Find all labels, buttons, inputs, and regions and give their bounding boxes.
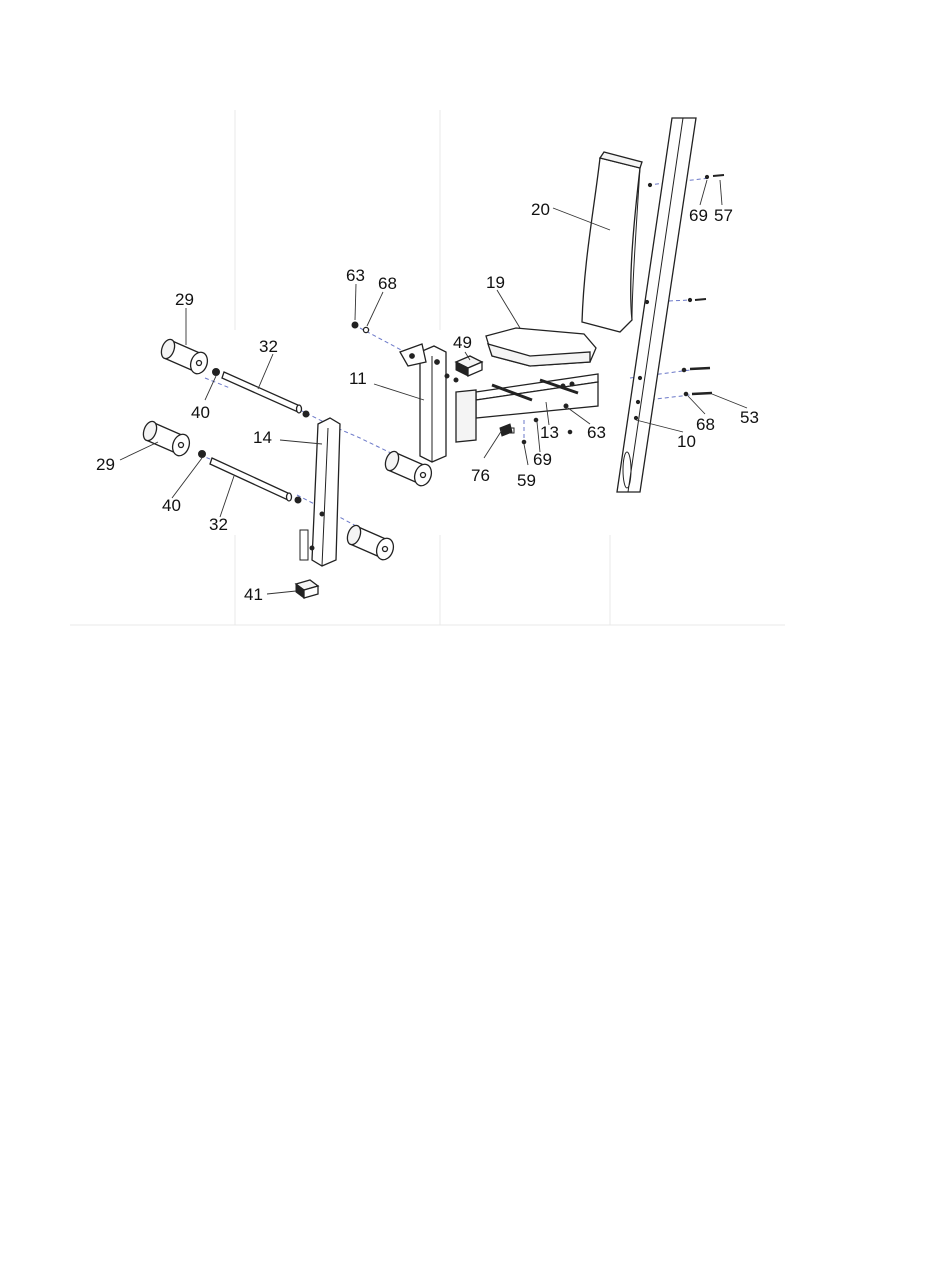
callout-13: 13 [540, 423, 559, 442]
foam-roller-upper [159, 338, 210, 377]
callout-57: 57 [714, 206, 733, 225]
callout-32-top: 32 [259, 337, 278, 356]
callout-49: 49 [453, 333, 472, 352]
callout-68-right: 68 [696, 415, 715, 434]
callout-59: 59 [517, 471, 536, 490]
callout-19: 19 [486, 273, 505, 292]
foam-roller-right-lower [345, 524, 396, 563]
roller-axle-upper [222, 372, 302, 413]
callout-69-top: 69 [689, 206, 708, 225]
upright-tube [400, 344, 446, 462]
callout-14: 14 [253, 428, 272, 447]
callout-29-bottom: 29 [96, 455, 115, 474]
foot-cap [296, 580, 318, 598]
callout-40-bottom: 40 [162, 496, 181, 515]
leg-tube [300, 418, 340, 566]
callout-53: 53 [740, 408, 759, 427]
callout-11: 11 [349, 369, 367, 388]
callout-69-right: 69 [533, 450, 552, 469]
seat-frame [456, 374, 598, 442]
foam-roller-lower [141, 420, 192, 459]
callout-20: 20 [531, 200, 550, 219]
seat-pad [486, 328, 596, 366]
callout-68-top: 68 [378, 274, 397, 293]
roller-axle-lower [210, 458, 292, 501]
back-pad [582, 152, 642, 332]
callout-41: 41 [244, 585, 263, 604]
callout-40-top: 40 [191, 403, 210, 422]
callout-10: 10 [677, 432, 696, 451]
callout-63-right: 63 [587, 423, 606, 442]
callout-29-top: 29 [175, 290, 194, 309]
callout-32-bottom: 32 [209, 515, 228, 534]
callout-63-top: 63 [346, 266, 365, 285]
callout-76: 76 [471, 466, 490, 485]
